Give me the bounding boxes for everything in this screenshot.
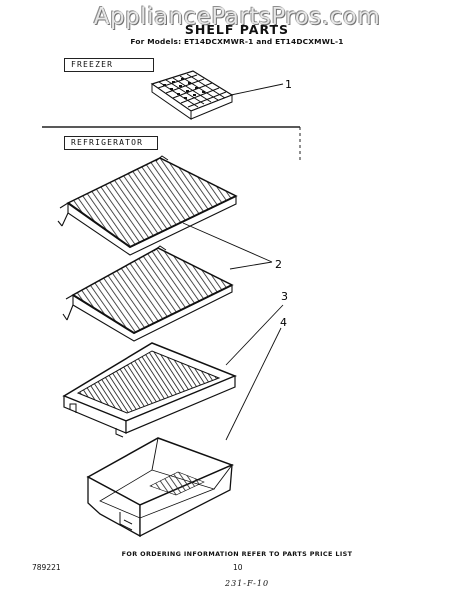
callout-number-2: 2 <box>275 258 282 271</box>
wire-shelf-upper <box>57 155 238 256</box>
callout-leader-1 <box>230 83 284 96</box>
callout-number-4: 4 <box>280 316 287 329</box>
wire-shelf-lower <box>62 245 234 342</box>
callout-number-3: 3 <box>281 290 288 303</box>
callout-leader-3 <box>225 304 284 366</box>
callout-leader-2a <box>182 222 273 263</box>
freezer-section-label: FREEZER <box>64 58 154 72</box>
crisper-cover-part <box>62 342 237 438</box>
handwritten-note: 231-F-10 <box>225 579 270 588</box>
callout-number-1: 1 <box>285 78 292 91</box>
crisper-pan-part <box>86 437 235 538</box>
page-title: SHELF PARTS <box>184 22 290 37</box>
callout-leader-2b <box>229 261 273 270</box>
models-subtitle: For Models: ET14DCXMWR-1 and ET14DCXMWL-… <box>130 37 344 46</box>
ordering-info-note: FOR ORDERING INFORMATION REFER TO PARTS … <box>121 550 353 558</box>
page-number: 10 <box>233 563 243 572</box>
document-number: 789221 <box>32 563 61 572</box>
callout-leader-4 <box>225 327 282 441</box>
refrigerator-section-label: REFRIGERATOR <box>64 136 158 150</box>
ice-tray-part <box>150 70 234 120</box>
watermark-text: AppliancePartsPros.com <box>93 4 381 30</box>
